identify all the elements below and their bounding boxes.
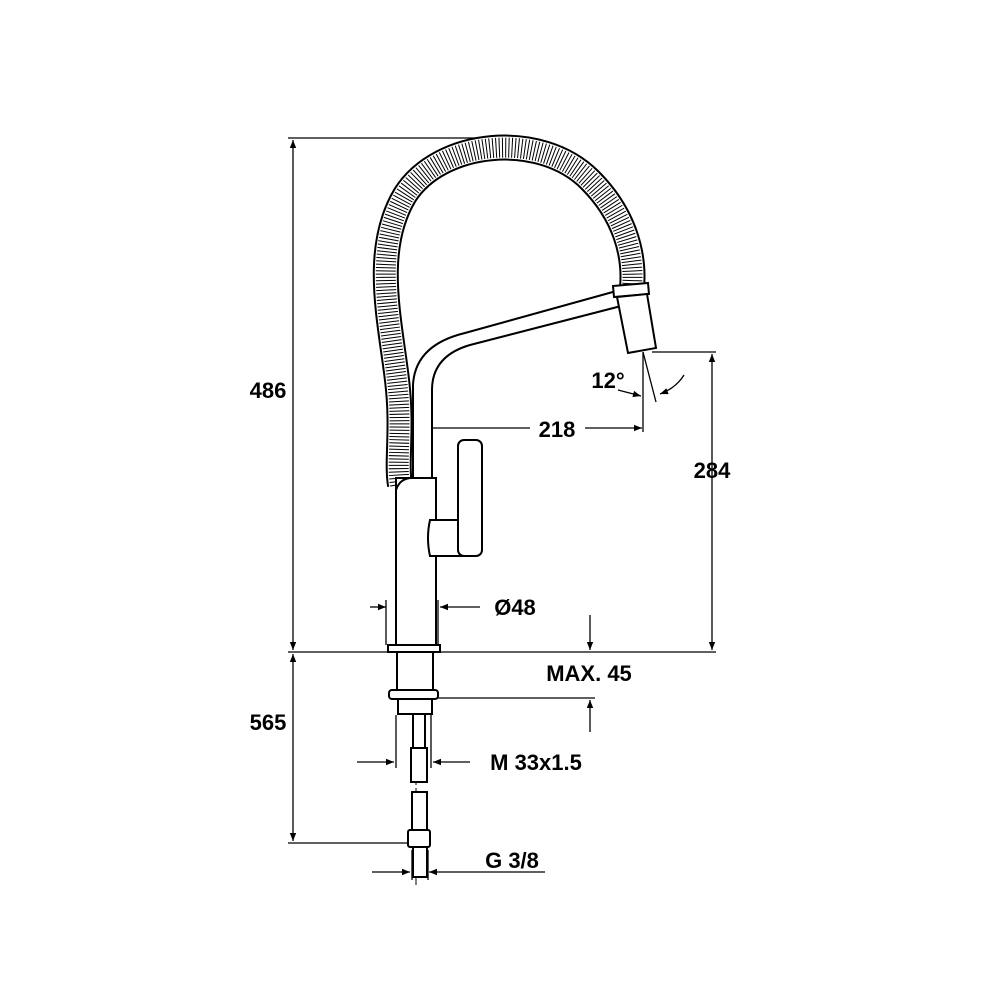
mounting-shank — [396, 651, 434, 691]
supply-fitting-lower — [411, 791, 428, 831]
angle-arrow-right — [659, 374, 685, 395]
label-max-thickness: MAX. 45 — [546, 661, 632, 686]
angle-arrow-left — [617, 389, 642, 398]
label-thread: M 33x1.5 — [490, 750, 582, 775]
label-total-height: 486 — [250, 378, 287, 403]
spray-head — [615, 292, 658, 355]
supply-tube-upper — [412, 713, 426, 751]
spray-head-collar — [611, 281, 651, 299]
lever-joint — [427, 519, 463, 557]
spray-angle-line — [642, 351, 657, 403]
supply-tube-lower — [412, 846, 428, 878]
label-spray-angle: 12° — [591, 368, 624, 393]
faucet-body — [395, 477, 437, 647]
label-below-counter: 565 — [250, 710, 287, 735]
label-spout-reach: 218 — [539, 417, 576, 442]
flexible-hose — [372, 134, 646, 488]
label-supply-connection: G 3/8 — [485, 848, 539, 873]
supply-fitting-upper — [410, 747, 428, 783]
base-flange — [387, 644, 441, 653]
mounting-nut — [388, 689, 439, 700]
supply-nut — [407, 829, 431, 848]
lever-handle — [457, 439, 483, 557]
label-body-diameter: Ø48 — [494, 595, 536, 620]
label-spout-height: 284 — [694, 458, 731, 483]
